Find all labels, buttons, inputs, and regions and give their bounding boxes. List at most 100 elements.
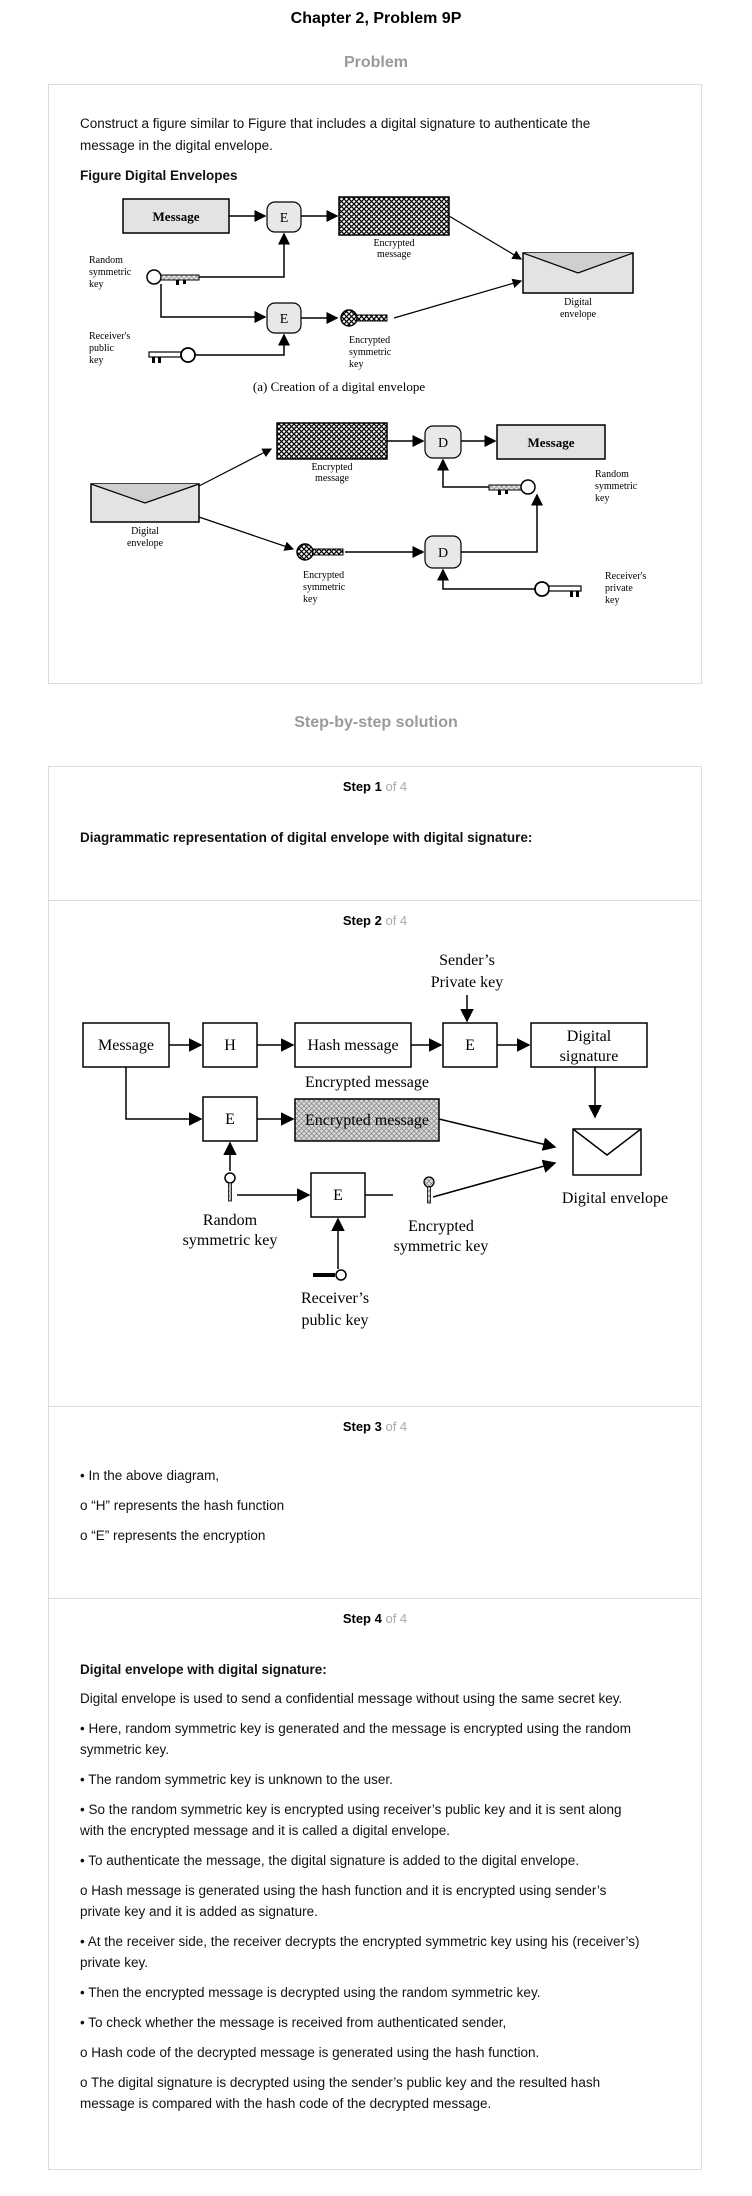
step-4-label: Step 4 xyxy=(342,1611,382,1626)
problem-text-line-2: message in the digital envelope. xyxy=(80,138,273,153)
step-4-of: of 4 xyxy=(385,1611,408,1626)
step-4-line-1: Digital envelope is used to send a confi… xyxy=(80,1691,623,1706)
digital-envelope-icon-b xyxy=(90,483,200,523)
step-4: Step 4 of 4 Digital envelope with digita… xyxy=(48,1598,702,2170)
step-3-of: of 4 xyxy=(385,1419,408,1434)
message-box xyxy=(122,198,230,234)
receiver-private-key-label-3: key xyxy=(605,595,619,606)
enc-sym-key-label-1: Encrypted xyxy=(408,1218,474,1235)
receiver-private-key-icon xyxy=(534,581,582,597)
random-key-label-3: key xyxy=(89,279,103,290)
random-key-icon-b xyxy=(488,479,536,495)
problem-text-line-1: Construct a figure similar to Figure tha… xyxy=(80,116,591,131)
encrypt-key-label: E xyxy=(333,1187,343,1204)
encrypt-node-1-label: E xyxy=(280,211,289,226)
digital-signature-box xyxy=(530,1022,648,1068)
step-4-line-16: message is compared with the hash code o… xyxy=(80,2096,492,2111)
figure-title: Figure Digital Envelopes xyxy=(80,168,238,183)
step-1-of: of 4 xyxy=(385,779,408,794)
encrypted-symmetric-key-icon xyxy=(423,1176,435,1204)
message-b-label: Message xyxy=(528,435,575,450)
sender-key-label-2: Private key xyxy=(431,974,503,991)
digital-envelope-icon xyxy=(572,1128,642,1176)
digital-envelope-b-label-2: envelope xyxy=(127,538,164,549)
signature-envelope-diagram: Sender’s Private key Message H Hash mess… xyxy=(82,952,668,1329)
decrypt-node-1-label: D xyxy=(438,436,448,451)
encrypted-message-box xyxy=(294,1098,440,1142)
enc-sym-key-b-label-3: key xyxy=(303,594,317,605)
message-box-b xyxy=(496,424,606,460)
receiver-key-label-1: Receiver’s xyxy=(301,1290,369,1307)
message-label: Message xyxy=(98,1037,154,1054)
step-4-line-6: with the encrypted message and it is cal… xyxy=(80,1823,450,1838)
step-4-line-7: • To authenticate the message, the digit… xyxy=(80,1853,580,1868)
decrypt-node-1 xyxy=(424,425,462,459)
encrypt-message-box xyxy=(202,1096,258,1142)
enc-sym-key-label-3: key xyxy=(349,359,363,370)
page-title: Chapter 2, Problem 9P xyxy=(290,10,462,27)
digital-signature-label-1: Digital xyxy=(567,1028,612,1045)
step-4-line-4: • The random symmetric key is unknown to… xyxy=(80,1772,393,1787)
encrypt-message-label: E xyxy=(225,1111,235,1128)
enc-sym-key-b-label-1: Encrypted xyxy=(303,570,344,581)
step-4-line-11: private key. xyxy=(80,1955,149,1970)
encrypt-signature-box xyxy=(442,1022,498,1068)
step-4-header: Step 4 of 4 xyxy=(49,1611,701,1626)
step-4-line-14: o Hash code of the decrypted message is … xyxy=(80,2045,540,2060)
hash-function-box xyxy=(202,1022,258,1068)
receiver-key-label-2: public key xyxy=(301,1312,368,1329)
random-key-b-label-3: key xyxy=(595,493,609,504)
random-key-icon xyxy=(146,269,200,285)
receiver-public-key-label-2: public xyxy=(89,343,115,354)
step-3: Step 3 of 4 • In the above diagram, o “H… xyxy=(48,1406,702,1598)
figure-a-caption: (a) Creation of a digital envelope xyxy=(253,379,425,394)
receiver-public-key-icon xyxy=(148,347,196,363)
solution-heading: Step-by-step solution xyxy=(294,714,458,731)
message-box xyxy=(82,1022,170,1068)
encrypted-symmetric-key-icon xyxy=(340,309,388,327)
enc-sym-key-label-1: Encrypted xyxy=(349,335,390,346)
encrypted-message-b-caption-2: message xyxy=(315,473,349,484)
step-1-label: Step 1 xyxy=(342,779,382,794)
step-2-of: of 4 xyxy=(385,913,408,928)
encrypt-key-box xyxy=(310,1172,366,1218)
digital-envelope-label-1: Digital xyxy=(564,297,592,308)
hash-message-label: Hash message xyxy=(307,1037,398,1054)
receiver-private-key-label-1: Receiver's xyxy=(605,571,646,582)
receiver-public-key-label-3: key xyxy=(89,355,103,366)
step-4-heading: Digital envelope with digital signature: xyxy=(80,1662,327,1677)
step-2-label: Step 2 xyxy=(342,913,382,928)
decrypt-node-2-label: D xyxy=(438,546,448,561)
random-key-label-2: symmetric xyxy=(89,267,132,278)
random-key-label-1: Random xyxy=(89,255,123,266)
step-4-line-9: private key and it is added as signature… xyxy=(80,1904,318,1919)
step-3-label: Step 3 xyxy=(342,1419,382,1434)
step-4-line-15: o The digital signature is decrypted usi… xyxy=(80,2075,601,2090)
encrypted-message-heading: Encrypted message xyxy=(305,1074,429,1091)
random-symmetric-key-icon xyxy=(224,1172,236,1202)
step-4-line-10: • At the receiver side, the receiver dec… xyxy=(80,1934,640,1949)
problem-card: Construct a figure similar to Figure tha… xyxy=(48,84,702,684)
step-4-line-12: • Then the encrypted message is decrypte… xyxy=(80,1985,541,2000)
encrypt-node-2-label: E xyxy=(280,312,289,327)
step-4-line-3: symmetric key. xyxy=(80,1742,170,1757)
step-2: Step 2 of 4 Sender’s Private key Message… xyxy=(48,900,702,1406)
receiver-public-key-label-1: Receiver's xyxy=(89,331,130,342)
encrypted-message-box-label: Encrypted message xyxy=(305,1112,429,1129)
encrypted-symmetric-key-icon-b xyxy=(296,543,344,561)
random-key-b-label-2: symmetric xyxy=(595,481,638,492)
digital-signature-label-2: signature xyxy=(560,1048,619,1065)
random-key-label-2: symmetric key xyxy=(183,1232,278,1249)
encrypt-node-1 xyxy=(266,201,302,233)
digital-envelope-label-2: envelope xyxy=(560,309,597,320)
message-label: Message xyxy=(153,209,200,224)
step-1: Step 1 of 4 Diagrammatic representation … xyxy=(48,766,702,900)
digital-envelope-figure: Message E Encrypted message Random symme… xyxy=(89,196,646,606)
encrypted-message-block-b xyxy=(276,422,388,460)
encrypted-message-block xyxy=(338,196,450,236)
encrypted-message-caption-2: message xyxy=(377,249,411,260)
step-3-line-2: o “H” represents the hash function xyxy=(80,1498,285,1513)
encrypt-signature-label: E xyxy=(465,1037,475,1054)
enc-sym-key-label-2: symmetric key xyxy=(394,1238,489,1255)
step-3-header: Step 3 of 4 xyxy=(49,1419,701,1434)
